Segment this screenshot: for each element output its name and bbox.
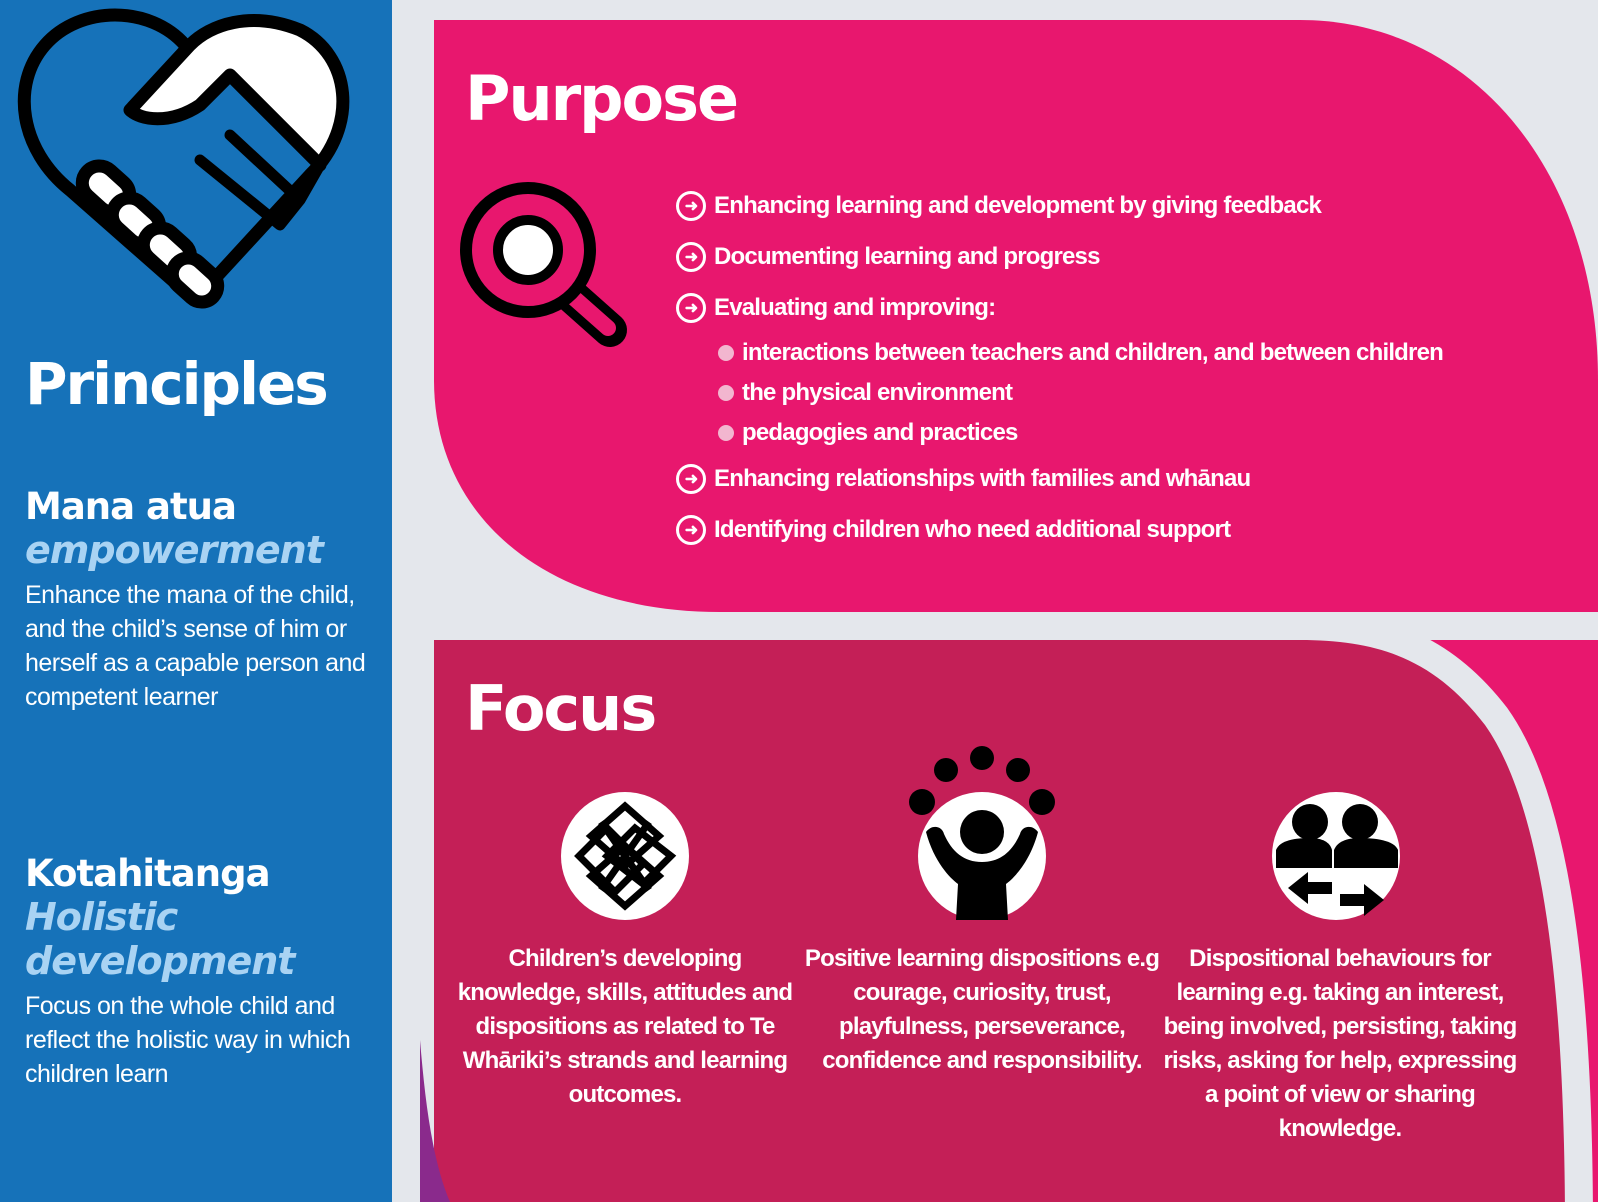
focus-title: Focus — [465, 672, 657, 745]
bullet-dot-icon — [718, 425, 734, 441]
magnifier-icon — [460, 182, 627, 347]
principle-description: Enhance the mana of the child, and the c… — [25, 581, 366, 711]
purpose-subitem-text: the physical environment — [742, 379, 1013, 406]
sidebar-panel — [0, 0, 392, 1202]
purpose-list: ➜ Enhancing learning and development by g… — [676, 180, 1444, 555]
arrow-circle-icon: ➜ — [676, 190, 706, 221]
purpose-item: ➜ Enhancing learning and development by g… — [676, 180, 1443, 231]
arrow-circle-icon: ➜ — [676, 241, 706, 272]
principles-title: Principles — [25, 350, 329, 418]
arrow-circle-icon: ➜ — [676, 292, 706, 323]
purpose-item: ➜ Evaluating and improving: — [676, 282, 1443, 333]
focus-column-behaviours: Dispositional behaviours for learning e.… — [1163, 945, 1518, 1142]
purpose-item-text: Enhancing learning and development by gi… — [714, 191, 1322, 219]
purpose-item: ➜ Enhancing relationships with families a… — [676, 453, 1443, 504]
principle-english: Holistic — [25, 895, 178, 939]
arrow-circle-icon: ➜ — [676, 463, 706, 494]
purpose-subitem-text: pedagogies and practices — [742, 419, 1018, 446]
purpose-item-text: Evaluating and improving: — [714, 293, 996, 321]
principle-kotahitanga: Kotahitanga Holistic development Focus o… — [25, 853, 385, 1091]
bullet-dot-icon — [718, 345, 734, 361]
principle-name: Kotahitanga — [25, 852, 271, 895]
purpose-subitem: the physical environment — [676, 373, 1443, 413]
purpose-title: Purpose — [465, 62, 739, 135]
handshake-heart-icon — [17, 8, 350, 309]
purpose-item: ➜ Documenting learning and progress — [676, 231, 1443, 282]
child-juggling-icon — [909, 746, 1055, 920]
purpose-subitem: pedagogies and practices — [676, 413, 1443, 453]
bullet-dot-icon — [718, 385, 734, 401]
purple-edge — [420, 1040, 450, 1202]
purpose-item-text: Documenting learning and progress — [714, 242, 1100, 270]
purpose-subitem: interactions between teachers and childr… — [676, 333, 1444, 373]
arrow-circle-icon: ➜ — [676, 514, 706, 545]
principle-english: empowerment — [25, 528, 324, 572]
purpose-item-text: Identifying children who need additional… — [714, 515, 1231, 543]
principle-english: development — [25, 939, 295, 983]
principle-description: Focus on the whole child and reflect the… — [25, 992, 351, 1088]
purpose-item: ➜ Identifying children who need additiona… — [676, 504, 1443, 555]
focus-column-dispositions: Positive learning dispositions e.g coura… — [804, 945, 1160, 1074]
woven-pattern-icon — [561, 792, 689, 920]
principle-name: Mana atua — [25, 485, 237, 528]
purpose-item-text: Enhancing relationships with families an… — [714, 464, 1251, 492]
purpose-subitem-text: interactions between teachers and childr… — [742, 339, 1444, 366]
focus-column-knowledge: Children’s developing knowledge, skills,… — [457, 945, 793, 1108]
people-exchange-icon — [1272, 792, 1400, 920]
principle-mana-atua: Mana atua empowerment Enhance the mana o… — [25, 486, 385, 714]
